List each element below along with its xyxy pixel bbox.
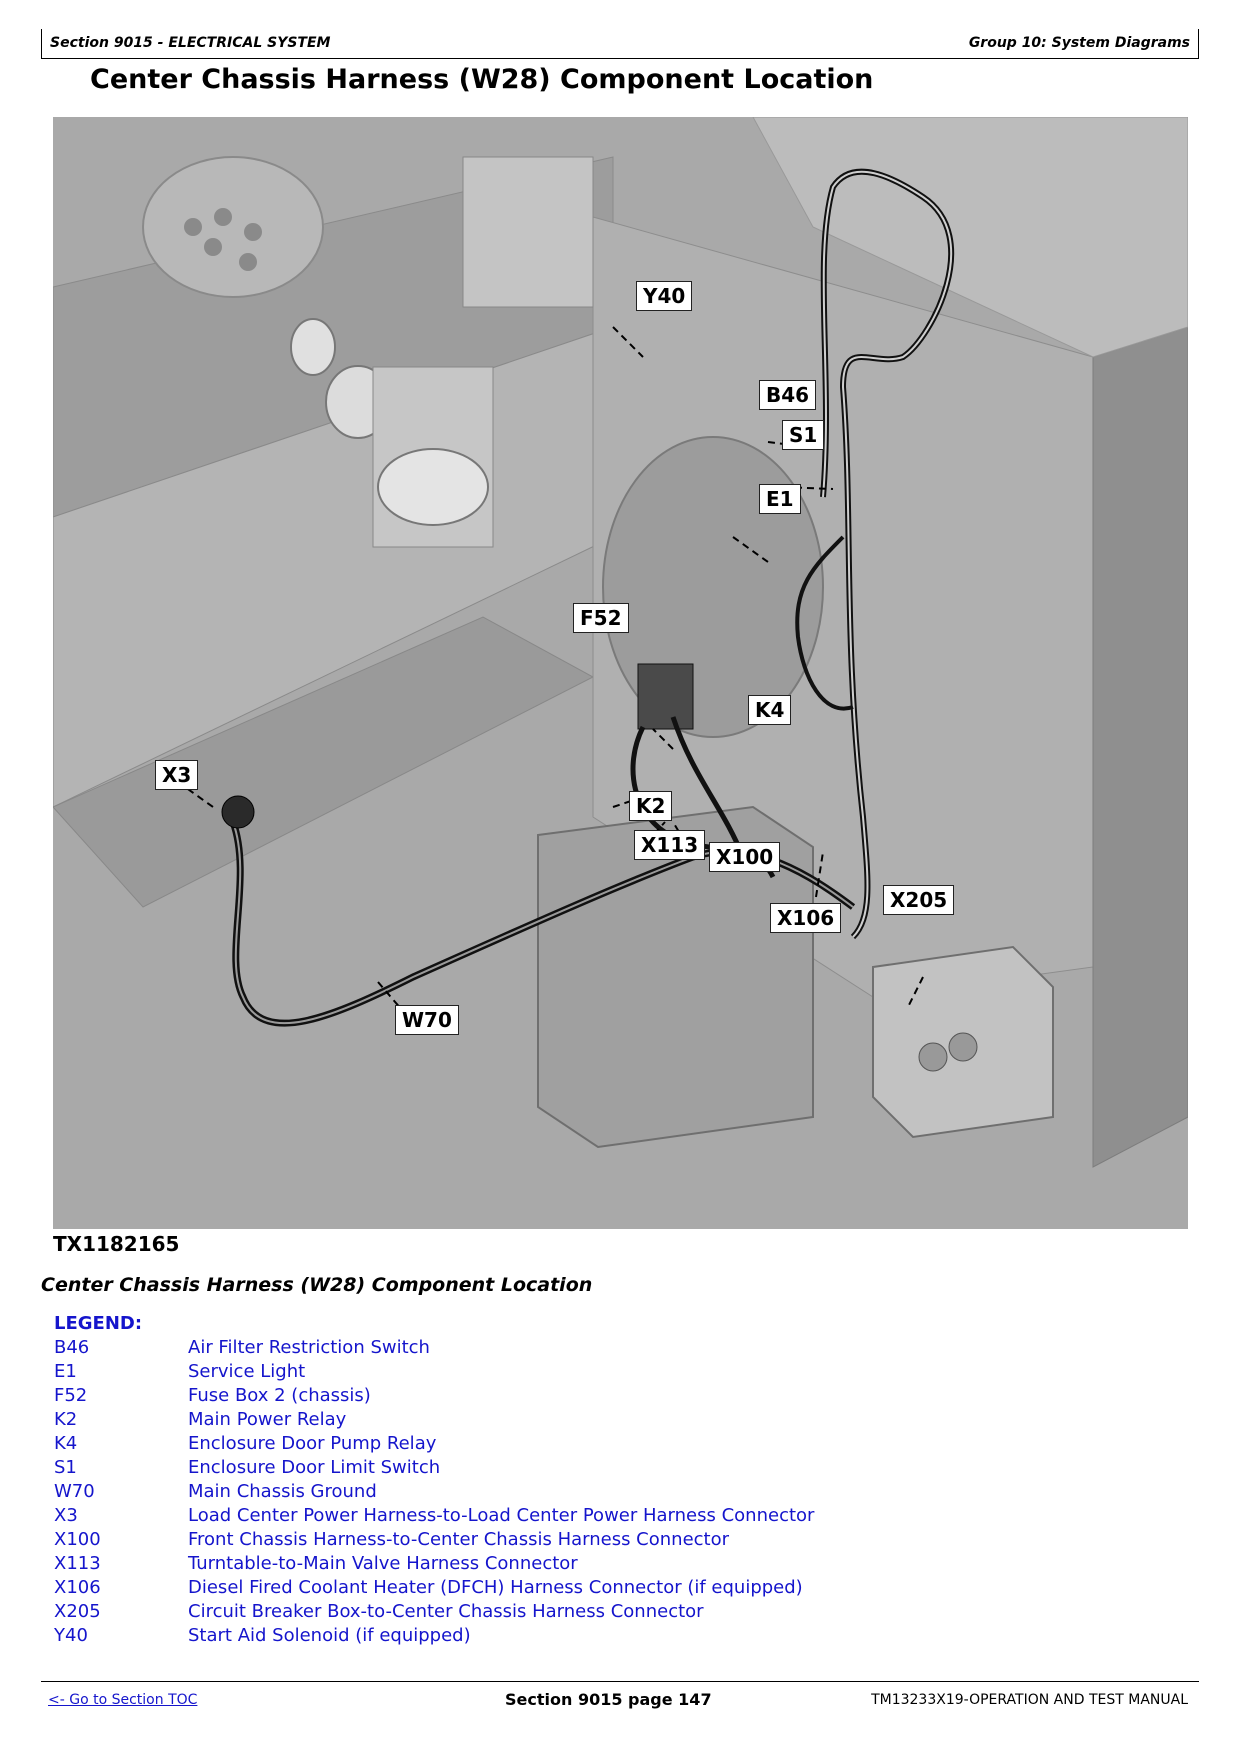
section-toc-link[interactable]: <- Go to Section TOC	[48, 1692, 198, 1708]
legend: LEGEND: B46 Air Filter Restriction Switch…	[54, 1312, 814, 1648]
legend-desc: Circuit Breaker Box-to-Center Chassis Ha…	[188, 1601, 704, 1622]
legend-desc: Enclosure Door Pump Relay	[188, 1433, 437, 1454]
callout-x205: X205	[883, 885, 955, 915]
legend-item: F52 Fuse Box 2 (chassis)	[54, 1384, 371, 1408]
callout-x100: X100	[709, 842, 781, 872]
legend-item: Y40 Start Aid Solenoid (if equipped)	[54, 1624, 471, 1648]
legend-item: X205 Circuit Breaker Box-to-Center Chassi…	[54, 1600, 704, 1624]
legend-code: B46	[54, 1337, 90, 1358]
legend-code: Y40	[54, 1625, 88, 1646]
footer-divider	[41, 1681, 1199, 1682]
legend-code: X3	[54, 1505, 78, 1526]
page-title: Center Chassis Harness (W28) Component L…	[90, 64, 874, 95]
legend-desc: Start Aid Solenoid (if equipped)	[188, 1625, 471, 1646]
callout-w70: W70	[395, 1005, 459, 1035]
legend-desc: Main Power Relay	[188, 1409, 347, 1430]
legend-desc: Fuse Box 2 (chassis)	[188, 1385, 371, 1406]
legend-code: W70	[54, 1481, 95, 1502]
figure-id: TX1182165	[53, 1232, 180, 1256]
section-title: Section 9015 - ELECTRICAL SYSTEM	[50, 35, 331, 51]
callout-x113: X113	[634, 830, 706, 860]
legend-item: E1 Service Light	[54, 1360, 305, 1384]
legend-item: B46 Air Filter Restriction Switch	[54, 1336, 430, 1360]
legend-code: X100	[54, 1529, 101, 1550]
legend-code: X205	[54, 1601, 101, 1622]
callout-x3: X3	[155, 760, 199, 790]
legend-item: W70 Main Chassis Ground	[54, 1480, 377, 1504]
component-location-illustration: Y40 B46 S1 E1 F52 K4 X3 K2 X113 X100 X10…	[53, 117, 1188, 1229]
legend-item: X100 Front Chassis Harness-to-Center Chas…	[54, 1528, 729, 1552]
legend-desc: Air Filter Restriction Switch	[188, 1337, 430, 1358]
legend-item: X113 Turntable-to-Main Valve Harness Conn…	[54, 1552, 578, 1576]
legend-code: K4	[54, 1433, 78, 1454]
legend-code: K2	[54, 1409, 78, 1430]
legend-code: S1	[54, 1457, 77, 1478]
legend-desc: Load Center Power Harness-to-Load Center…	[188, 1505, 815, 1526]
legend-code: X113	[54, 1553, 101, 1574]
callout-x106: X106	[770, 903, 842, 933]
callout-y40: Y40	[636, 281, 693, 311]
legend-item: K4 Enclosure Door Pump Relay	[54, 1432, 436, 1456]
legend-desc: Enclosure Door Limit Switch	[188, 1457, 441, 1478]
legend-desc: Turntable-to-Main Valve Harness Connecto…	[188, 1553, 578, 1574]
callout-b46: B46	[759, 380, 817, 410]
legend-item: X3 Load Center Power Harness-to-Load Cent…	[54, 1504, 814, 1528]
legend-item: S1 Enclosure Door Limit Switch	[54, 1456, 440, 1480]
legend-desc: Service Light	[188, 1361, 306, 1382]
legend-desc: Front Chassis Harness-to-Center Chassis …	[188, 1529, 730, 1550]
callout-e1: E1	[759, 484, 801, 514]
callout-f52: F52	[573, 603, 629, 633]
legend-item: K2 Main Power Relay	[54, 1408, 346, 1432]
legend-item: X106 Diesel Fired Coolant Heater (DFCH) H…	[54, 1576, 803, 1600]
page-number: Section 9015 page 147	[505, 1690, 712, 1709]
callout-s1: S1	[782, 420, 825, 450]
legend-code: F52	[54, 1385, 88, 1406]
machine-chassis-drawing	[53, 117, 1188, 1229]
legend-desc: Main Chassis Ground	[188, 1481, 377, 1502]
callout-k2: K2	[629, 791, 673, 821]
page-header: Section 9015 - ELECTRICAL SYSTEM Group 1…	[41, 29, 1199, 59]
legend-code: E1	[54, 1361, 77, 1382]
manual-title: TM13233X19-OPERATION AND TEST MANUAL	[871, 1692, 1188, 1708]
legend-code: X106	[54, 1577, 101, 1598]
callout-k4: K4	[748, 695, 792, 725]
legend-heading: LEGEND:	[54, 1313, 143, 1334]
figure-caption: Center Chassis Harness (W28) Component L…	[41, 1274, 593, 1296]
group-title: Group 10: System Diagrams	[968, 35, 1190, 51]
legend-desc: Diesel Fired Coolant Heater (DFCH) Harne…	[188, 1577, 803, 1598]
